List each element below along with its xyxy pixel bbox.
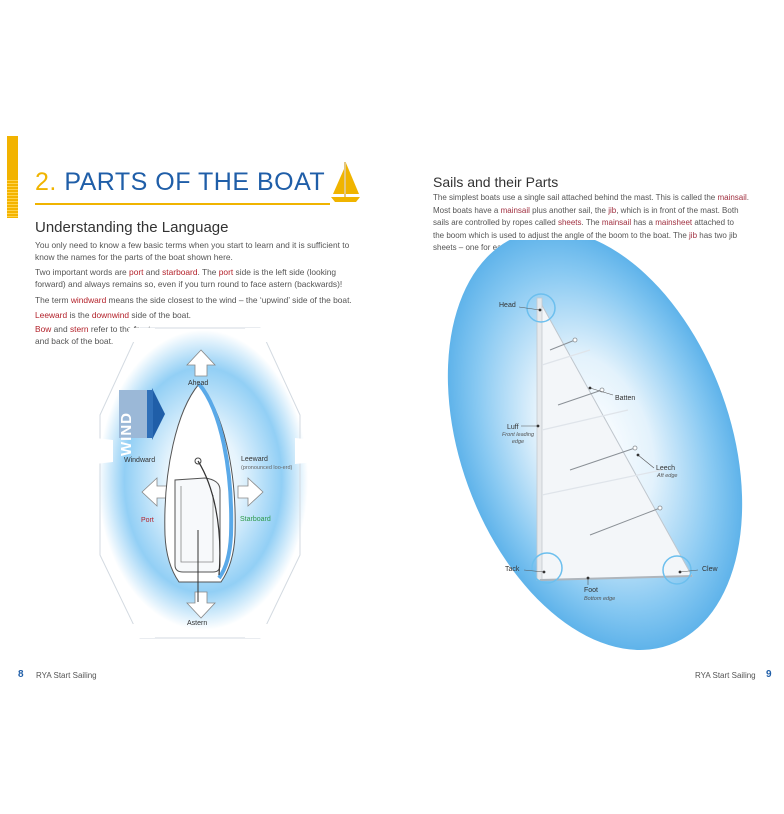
sail-label-batten: Batten bbox=[615, 395, 636, 402]
sail-diagram bbox=[447, 240, 743, 650]
page-number-left: 8 bbox=[18, 669, 24, 680]
sail-label-head: Head bbox=[499, 302, 516, 309]
chapter-tab-solid bbox=[7, 136, 18, 180]
wind-label: WIND bbox=[118, 412, 135, 456]
chapter-title: 2. PARTS OF THE BOAT bbox=[35, 168, 325, 197]
boat-diagram bbox=[95, 327, 315, 639]
sail-label-luff-sub: Front leading edge bbox=[501, 432, 535, 445]
sail-label-clew: Clew bbox=[702, 566, 718, 573]
label-port: Port bbox=[141, 517, 154, 524]
paragraph-leeward: Leeward is the downwind side of the boat… bbox=[35, 310, 191, 320]
label-astern: Astern bbox=[187, 620, 208, 627]
chapter-number: 2. bbox=[35, 168, 57, 196]
label-leeward-pronunciation: (pronounced loo-erd) bbox=[241, 465, 293, 471]
paragraph-port-starboard: Two important words are port and starboa… bbox=[35, 267, 343, 290]
label-ahead: Ahead bbox=[188, 380, 209, 387]
title-rule bbox=[35, 203, 330, 205]
label-windward: Windward bbox=[124, 457, 156, 464]
section-heading-right: Sails and their Parts bbox=[433, 174, 559, 190]
section-heading-left: Understanding the Language bbox=[35, 219, 229, 236]
sail-label-leech: Leech bbox=[656, 465, 676, 472]
paragraph-intro: You only need to know a few basic terms … bbox=[35, 240, 350, 263]
label-starboard: Starboard bbox=[240, 516, 271, 523]
sailboat-icon bbox=[331, 162, 360, 202]
paragraph-windward: The term windward means the side closest… bbox=[35, 295, 352, 305]
footer-left: RYA Start Sailing bbox=[36, 671, 97, 680]
sail-label-leech-sub: Aft edge bbox=[657, 473, 678, 479]
label-leeward: Leeward bbox=[241, 456, 268, 463]
sail-label-tack: Tack bbox=[505, 566, 520, 573]
sail-label-foot: Foot bbox=[584, 587, 599, 594]
sail-label-luff: Luff bbox=[507, 424, 519, 431]
chapter-title-text: PARTS OF THE BOAT bbox=[64, 168, 326, 196]
page-number-right: 9 bbox=[766, 669, 772, 680]
footer-right: RYA Start Sailing bbox=[695, 671, 756, 680]
sail-label-foot-sub: Bottom edge bbox=[584, 596, 616, 602]
